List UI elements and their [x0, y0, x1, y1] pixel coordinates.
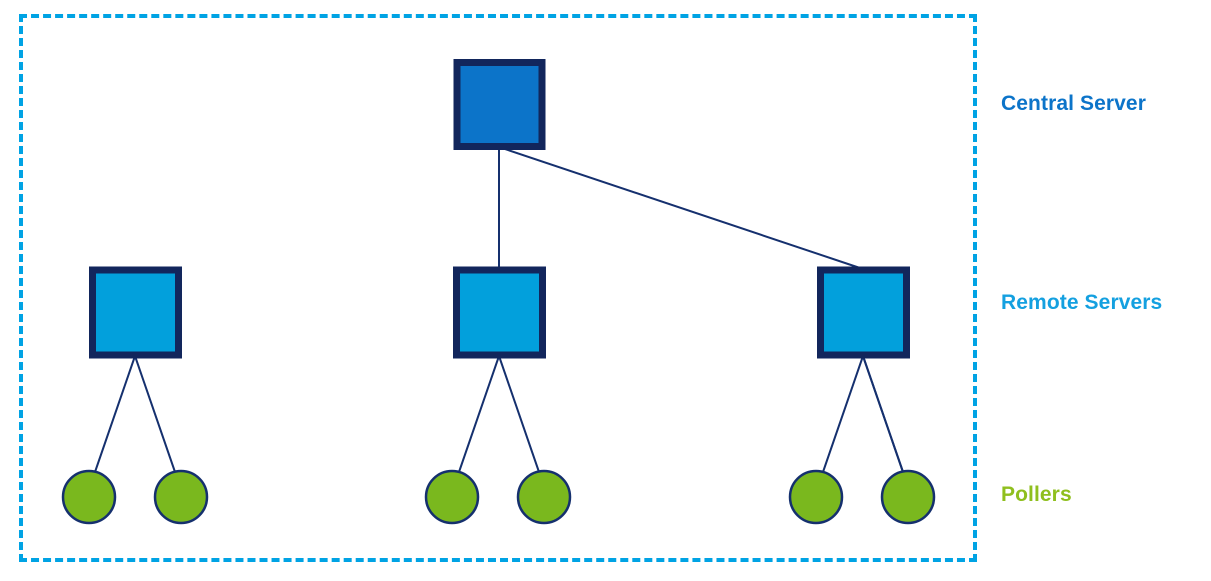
poller-node-4[interactable]: [516, 469, 572, 525]
remote-server-node-1[interactable]: [89, 266, 182, 359]
central-server-group: [453, 59, 546, 150]
remote-server-node-2[interactable]: [453, 266, 546, 359]
edge-remote-1-to-poller-2: [458, 355, 500, 473]
edge-group: [94, 146, 904, 473]
poller-group: [61, 469, 936, 525]
edge-remote-3-to-poller-6: [862, 355, 904, 473]
edge-remote-2-to-poller-4: [822, 355, 864, 473]
edge-remote-1-to-poller-1: [134, 355, 176, 473]
remote-server-node-3[interactable]: [817, 266, 910, 359]
remote-server-group: [89, 266, 910, 359]
dashed-boundary-box: [19, 14, 977, 562]
poller-node-2[interactable]: [153, 469, 209, 525]
tier-label-pollers: Pollers: [1001, 483, 1072, 506]
poller-node-1[interactable]: [61, 469, 117, 525]
edge-central-to-remote-2: [498, 146, 864, 270]
poller-node-5[interactable]: [788, 469, 844, 525]
tier-label-remote-servers: Remote Servers: [1001, 291, 1163, 314]
poller-node-6[interactable]: [880, 469, 936, 525]
poller-node-3[interactable]: [424, 469, 480, 525]
central-server-node[interactable]: [453, 59, 546, 150]
tier-label-central-server: Central Server: [1001, 92, 1146, 115]
edge-central-to-remote-3: [94, 355, 136, 473]
edge-remote-2-to-poller-3: [498, 355, 540, 473]
